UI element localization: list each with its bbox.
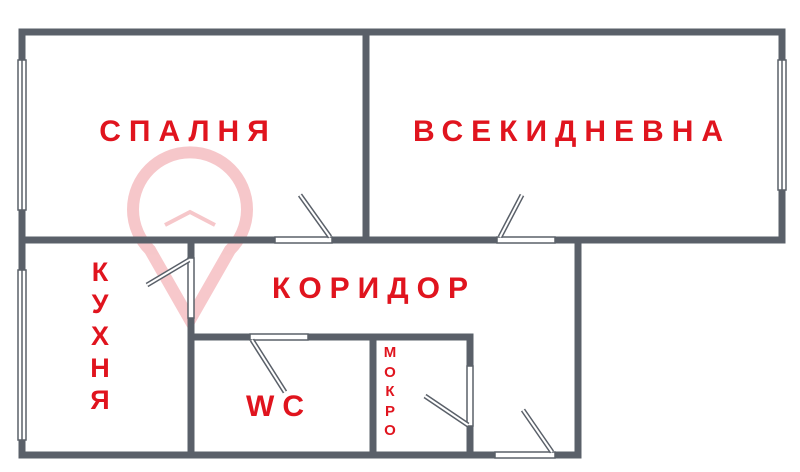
room-label-living-room: ВСЕКИДНЕВНА [412,115,732,148]
watermark-pin-logo [127,146,253,333]
room-label-kitchen: К У Х Н Я [90,256,110,416]
room-label-corridor: КОРИДОР [272,272,476,305]
letter: К [385,383,395,400]
letter: К [91,257,109,287]
letter: Р [384,402,395,420]
doors [145,193,556,459]
letter: Я [90,385,110,415]
letter: М [383,344,397,361]
room-label-wet-room: М О К Р О [384,343,397,441]
letter: У [91,289,109,319]
walls [18,28,786,459]
letter: О [384,363,396,381]
windows [17,59,787,441]
letter: Н [90,353,110,383]
letter: О [384,422,396,439]
room-label-wc: WC [246,390,312,423]
letter: Х [90,321,109,351]
room-label-bedroom: СПАЛНЯ [99,115,277,148]
